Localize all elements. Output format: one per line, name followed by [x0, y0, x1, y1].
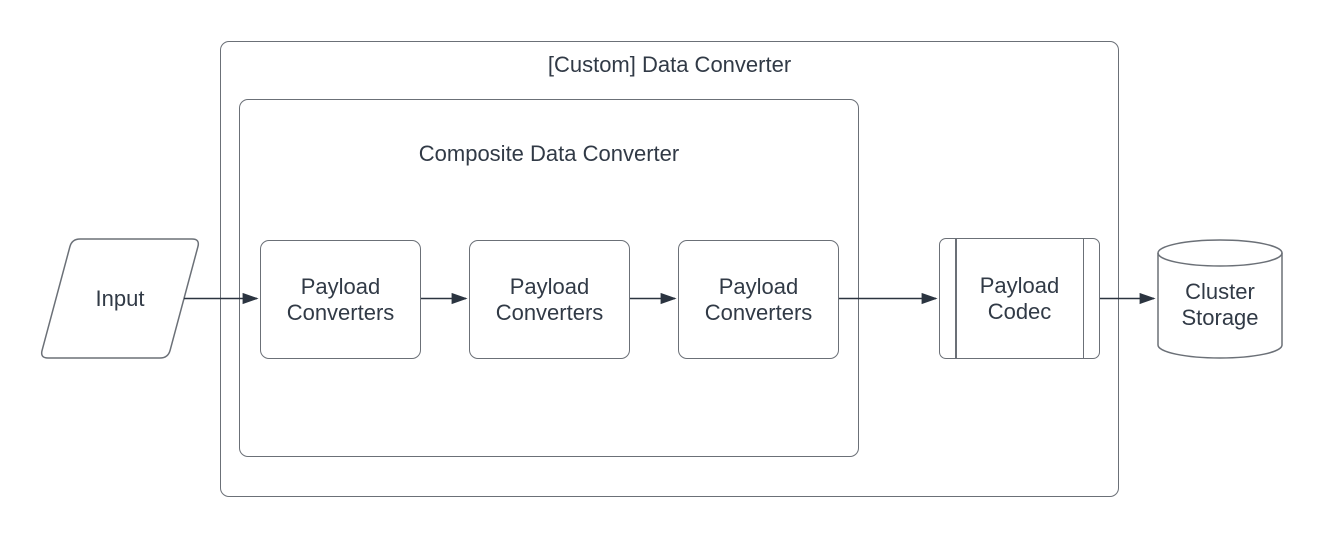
codec-left-bar [955, 239, 957, 358]
cluster-storage-node: Cluster Storage [1158, 252, 1282, 358]
payload-converters-3-node: Payload Converters [678, 240, 839, 359]
custom-data-converter-group: [Custom] Data Converter [220, 41, 1119, 497]
input-label: Input [95, 286, 145, 311]
payload-codec-node: Payload Codec [939, 238, 1100, 359]
payload-codec-label: Payload Codec [979, 272, 1060, 324]
payload-converters-2-node: Payload Converters [469, 240, 630, 359]
cluster-storage-label: Cluster Storage [1181, 279, 1259, 330]
payload-converters-3-label: Payload Converters [704, 273, 813, 325]
codec-right-bar [1082, 239, 1084, 358]
input-node: Input [40, 240, 200, 358]
composite-data-converter-label: Composite Data Converter [418, 141, 680, 166]
payload-converters-1-node: Payload Converters [260, 240, 421, 359]
payload-converters-2-label: Payload Converters [495, 273, 604, 325]
payload-converters-1-label: Payload Converters [286, 273, 395, 325]
custom-data-converter-label: [Custom] Data Converter [547, 52, 792, 77]
composite-data-converter-group: Composite Data Converter [239, 99, 859, 457]
